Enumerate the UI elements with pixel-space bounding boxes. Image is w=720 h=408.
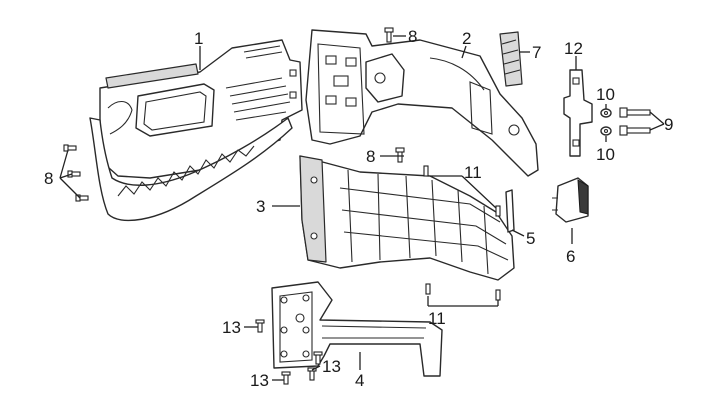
part-screw-mid: [395, 147, 405, 163]
part-small-screw-bottom-left: [281, 371, 291, 385]
part-lower-fender-panel: [299, 155, 515, 281]
part-washer-top: [600, 108, 612, 118]
callout-9: 9: [664, 115, 673, 134]
callout-1: 1: [194, 29, 203, 48]
callout-2: 2: [462, 29, 471, 48]
callout-6: 6: [566, 247, 575, 266]
part-bolt-bottom: [619, 125, 651, 136]
callout-8-mid: 8: [366, 147, 375, 166]
callout-10-top: 10: [596, 85, 615, 104]
callout-13-left: 13: [222, 318, 241, 337]
part-reflector-plate: [499, 31, 523, 87]
callout-10-bottom: 10: [596, 145, 615, 164]
callout-8-left: 8: [44, 169, 53, 188]
callout-5: 5: [526, 229, 535, 248]
callout-13-bottom-right: 13: [322, 357, 341, 376]
callout-11-top: 11: [464, 163, 482, 182]
part-washer-bottom: [600, 126, 612, 136]
callout-11-bottom: 11: [428, 309, 446, 328]
part-rear-fender: [305, 29, 539, 177]
callout-7: 7: [532, 43, 541, 62]
part-screw-top: [384, 27, 394, 43]
callout-3: 3: [256, 197, 265, 216]
part-reflector-stem: [505, 189, 515, 233]
callout-13-bottom-left: 13: [250, 371, 269, 390]
part-clips-bottom: [425, 283, 501, 301]
part-inner-mudguard: [89, 39, 303, 222]
callout-8-top: 8: [408, 27, 417, 46]
callout-4: 4: [355, 371, 364, 390]
part-bolt-top: [619, 107, 651, 118]
part-license-plate-bracket: [271, 281, 443, 377]
part-tail-light: [552, 177, 589, 223]
part-clips-top: [423, 165, 501, 217]
part-light-bracket: [563, 69, 593, 157]
callout-12: 12: [564, 39, 583, 58]
leader-lines: [59, 35, 665, 381]
part-small-screw-left: [255, 319, 265, 333]
